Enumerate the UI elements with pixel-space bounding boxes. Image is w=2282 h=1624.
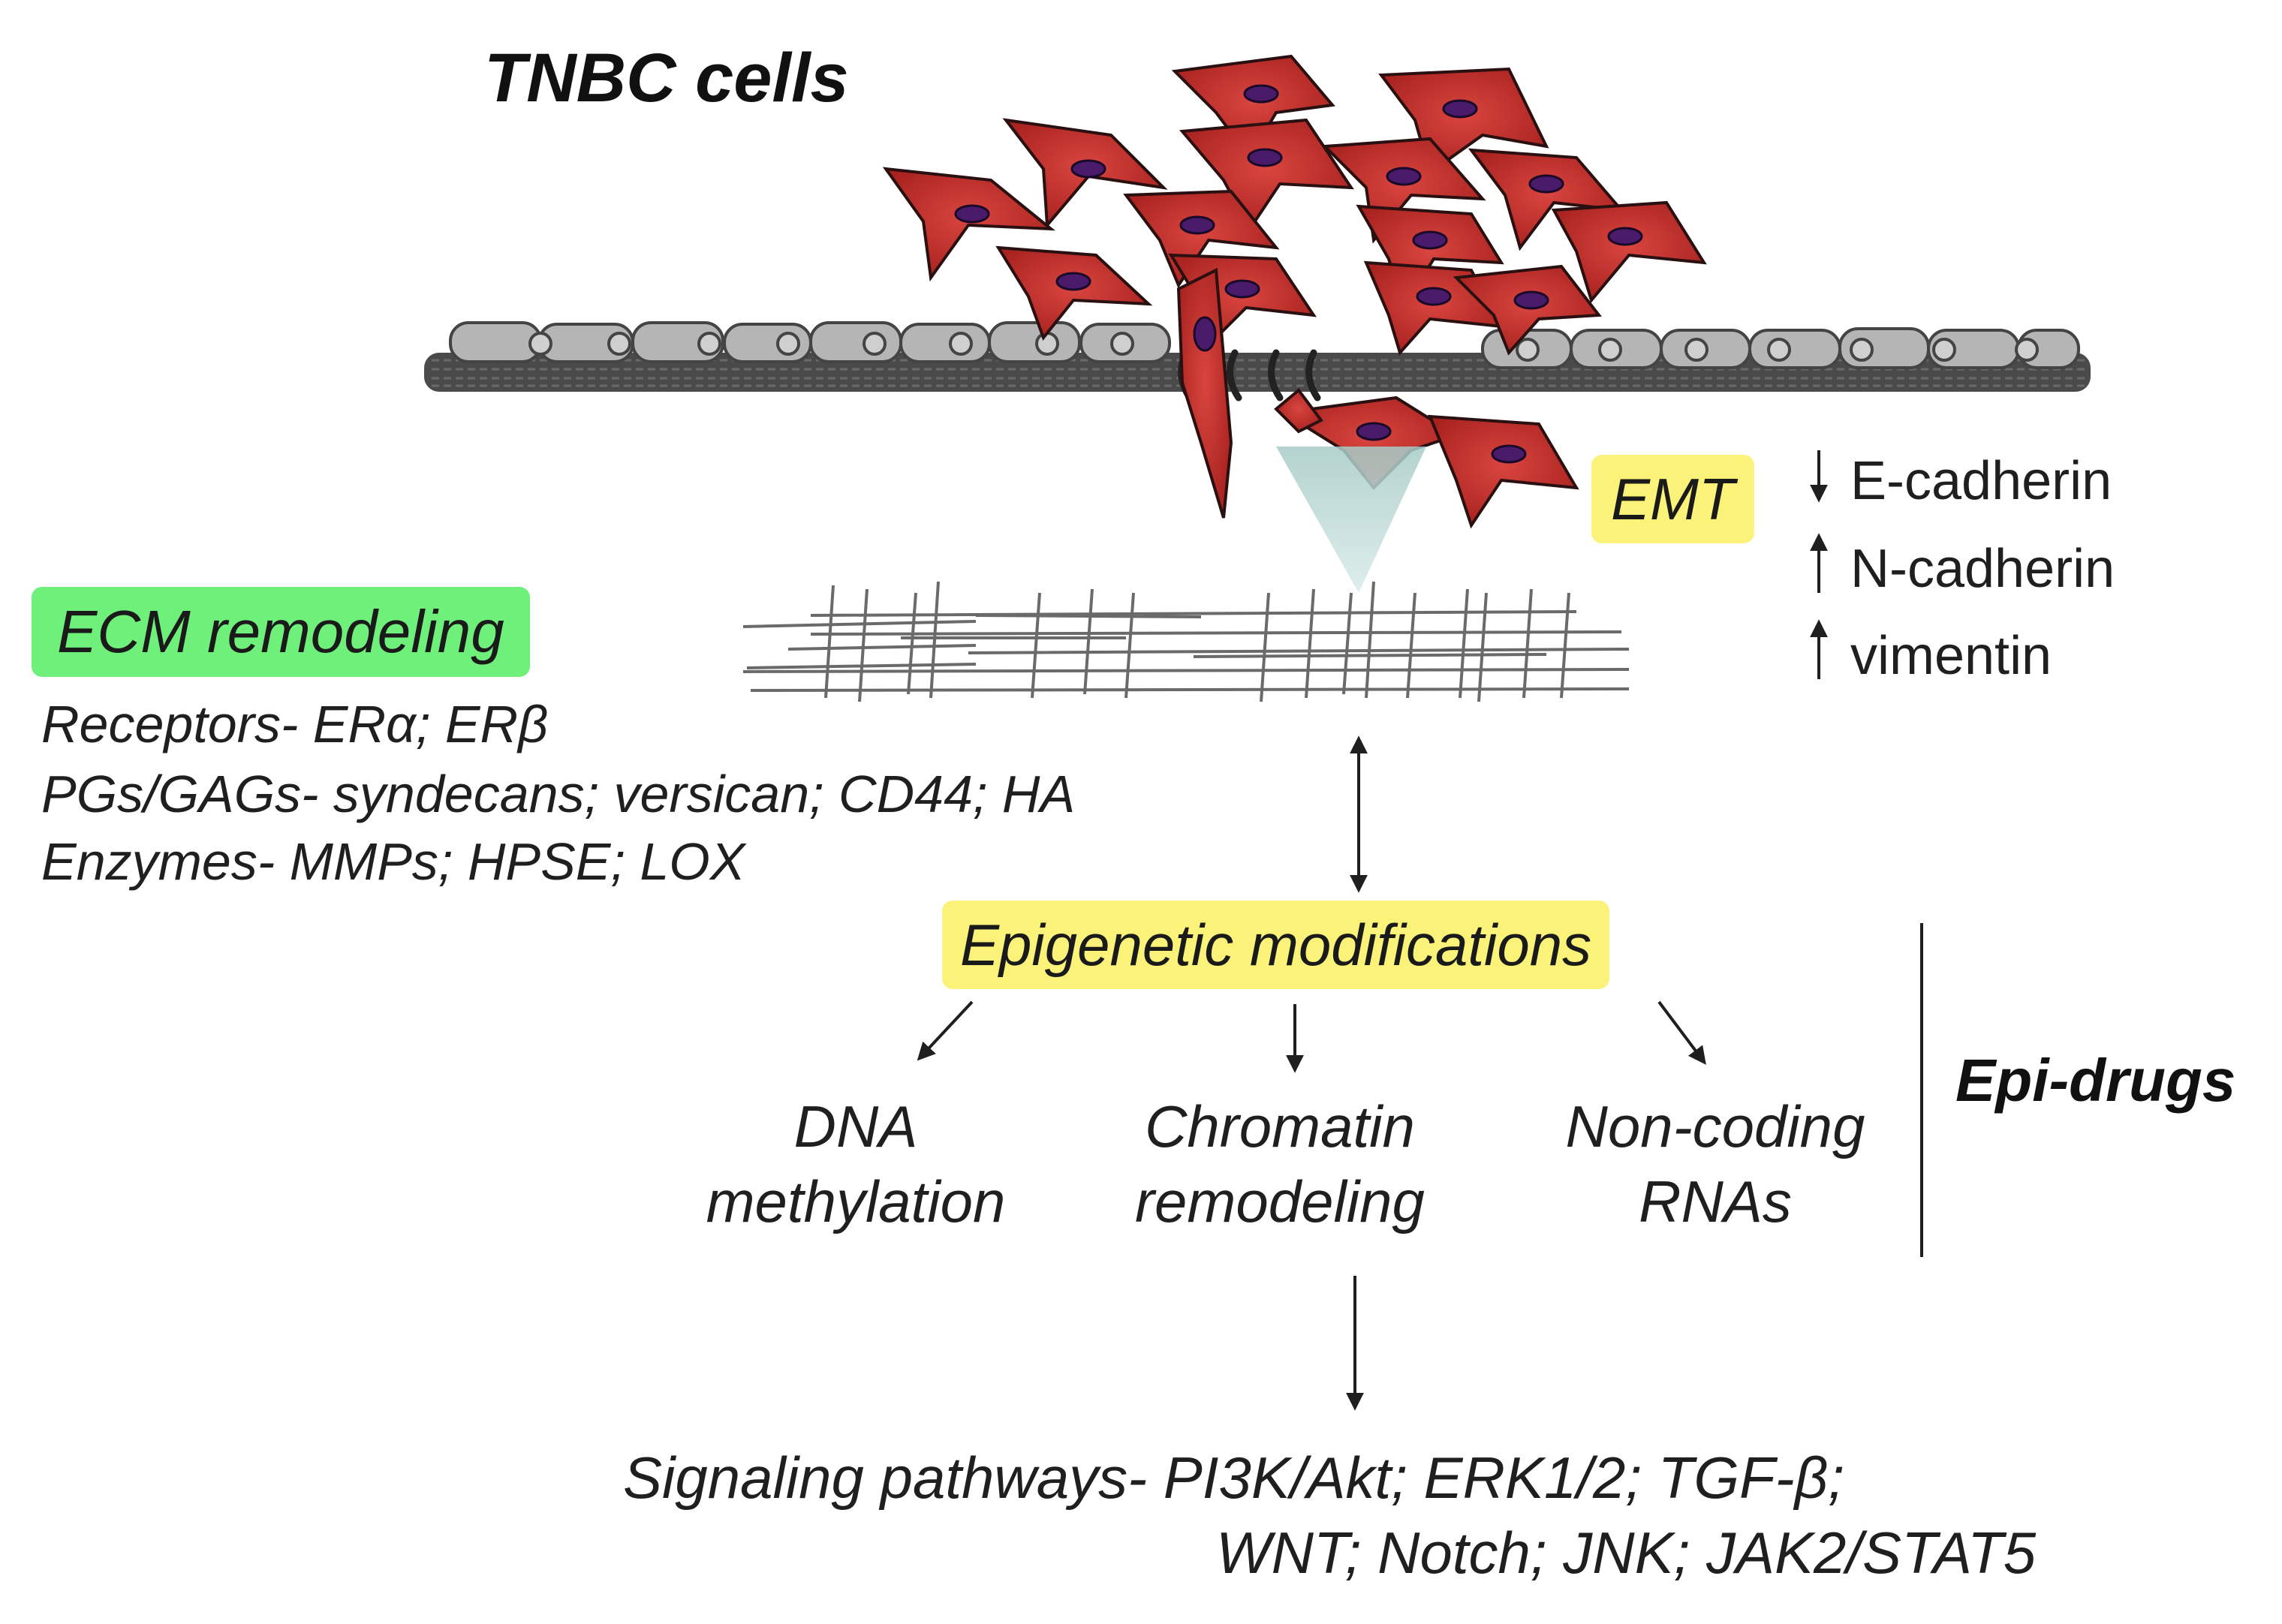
- epithelial-cells-right: [1481, 327, 2080, 369]
- branch-chromatin-remodeling-line1: Chromatin: [1145, 1093, 1415, 1159]
- branch-chromatin-remodeling-line2: remodeling: [1135, 1168, 1425, 1235]
- branch-dna-methylation: DNA methylation: [676, 1097, 1036, 1231]
- ecm-remodeling-label: ECM remodeling: [32, 587, 530, 677]
- ecm-enzymes-line: Enzymes- MMPs; HPSE; LOX: [41, 832, 745, 891]
- epi-drugs-label: Epi-drugs: [1955, 1047, 2236, 1114]
- arrow-to-dna-methylation: [917, 1000, 974, 1061]
- epigenetic-modifications-label: Epigenetic modifications: [942, 901, 1610, 989]
- cell-nuclei: [954, 84, 1643, 464]
- arrow-to-noncoding-rnas: [1657, 1000, 1706, 1065]
- ecm-pgs-gags-line: PGs/GAGs- syndecans; versican; CD44; HA: [41, 765, 1076, 823]
- branch-noncoding-rnas-line1: Non-coding: [1565, 1093, 1865, 1159]
- marker-e-cadherin: E-cadherin: [1850, 451, 2112, 511]
- marker-vimentin: vimentin: [1850, 626, 2052, 686]
- signaling-line-2: WNT; Notch; JNK; JAK2/STAT5: [1216, 1520, 2037, 1586]
- branch-chromatin-remodeling: Chromatin remodeling: [1100, 1097, 1460, 1231]
- branch-dna-methylation-line1: DNA: [793, 1093, 918, 1159]
- branch-dna-methylation-line2: methylation: [706, 1168, 1006, 1235]
- signaling-line-1: Signaling pathways- PI3K/Akt; ERK1/2; TG…: [623, 1445, 1844, 1511]
- marker-n-cadherin: N-cadherin: [1850, 539, 2115, 599]
- epithelial-cells-left: [449, 321, 1171, 363]
- ecm-receptors-line: Receptors- ERα; ERβ: [41, 695, 549, 753]
- branch-noncoding-rnas: Non-coding RNAs: [1535, 1097, 1895, 1231]
- emt-label: EMT: [1591, 455, 1754, 543]
- invasion-beam: [1276, 447, 1426, 593]
- branch-noncoding-rnas-line2: RNAs: [1639, 1168, 1792, 1235]
- diagram-title: TNBC cells: [484, 40, 849, 116]
- ecm-fiber-mesh: [742, 581, 1630, 702]
